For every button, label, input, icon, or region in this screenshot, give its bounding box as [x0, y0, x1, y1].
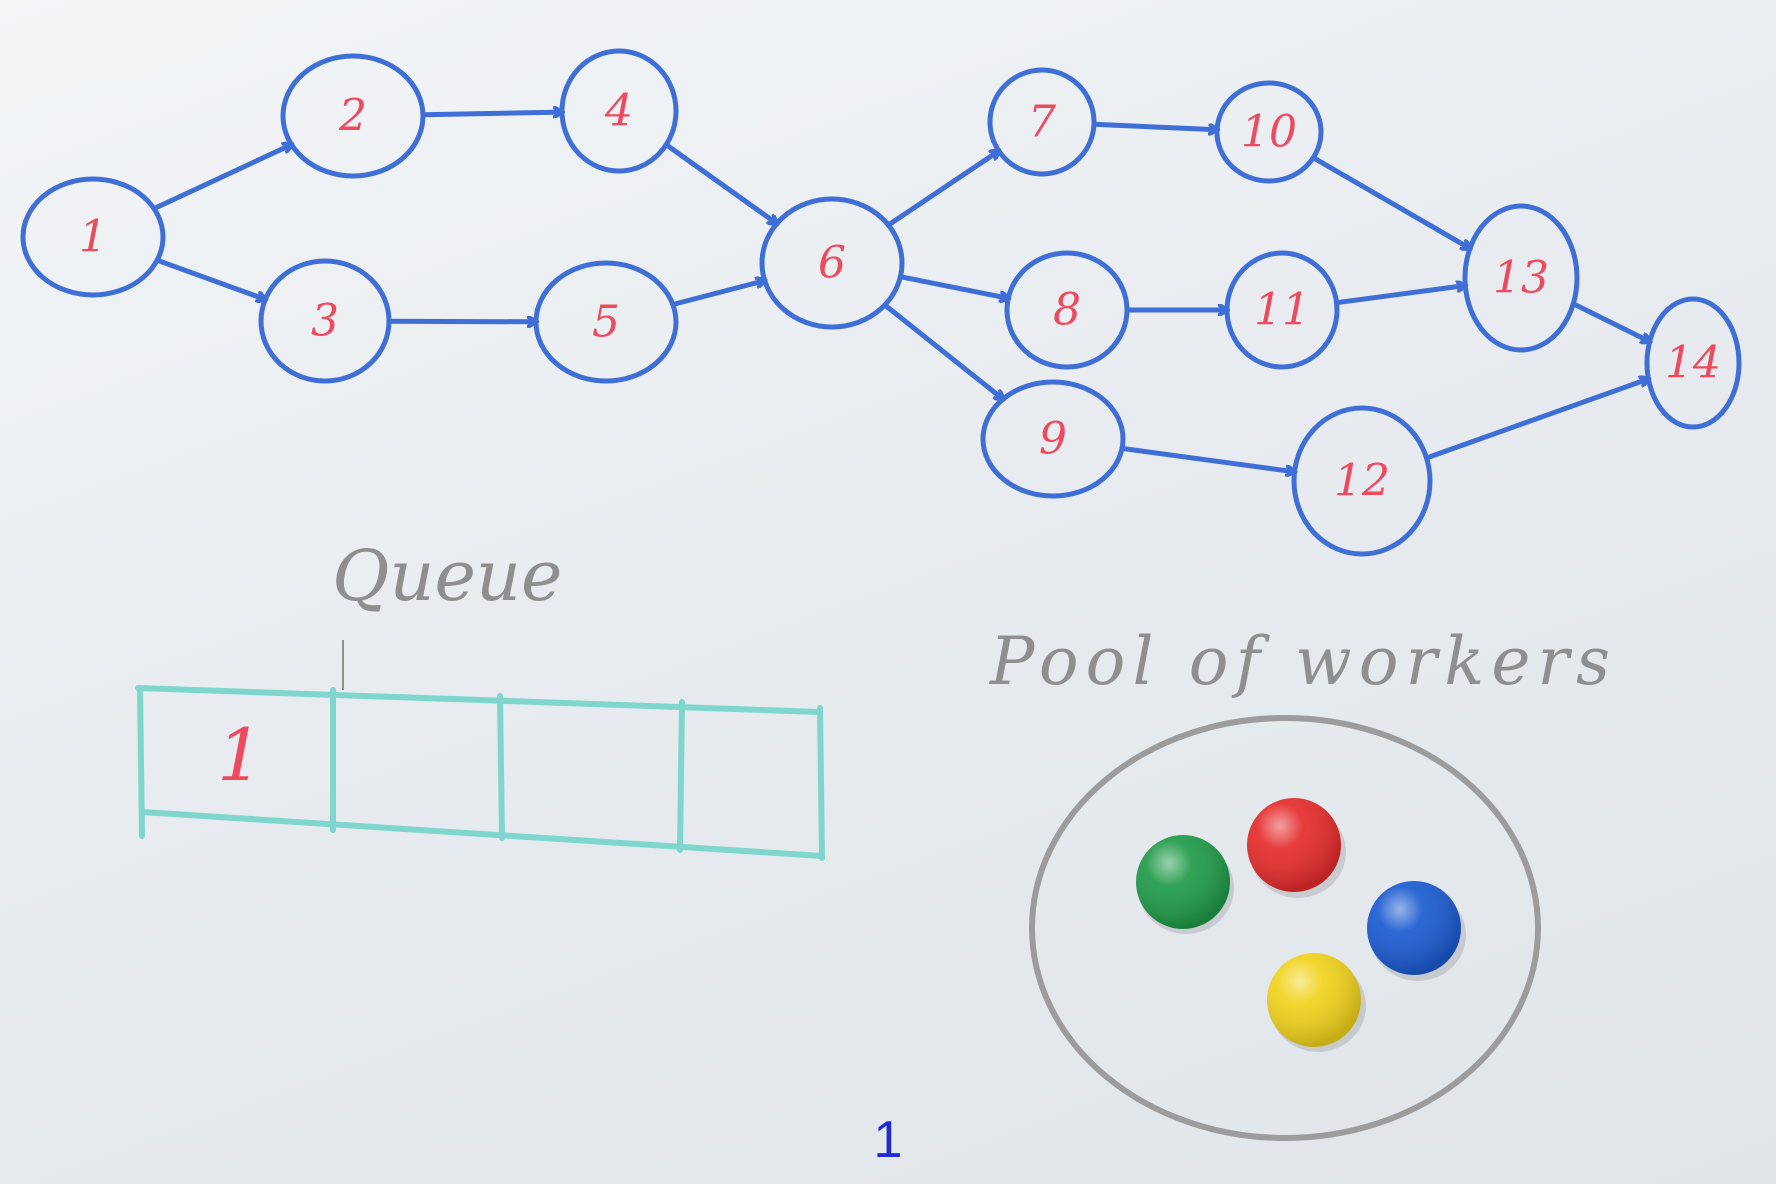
node-14: 14 [1644, 296, 1742, 430]
node-11: 11 [1224, 250, 1340, 370]
node-5: 5 [533, 260, 679, 384]
edge-11-to-13 [1334, 286, 1466, 306]
edges [151, 112, 1650, 472]
node-label-10: 10 [1241, 107, 1297, 158]
node-circle-14 [1644, 296, 1742, 430]
node-circle-3 [258, 258, 392, 384]
node-label-3: 3 [311, 296, 339, 347]
edge-12-to-14 [1424, 379, 1649, 461]
edge-6-to-8 [897, 274, 1008, 299]
node-label-1: 1 [79, 212, 107, 263]
node-1: 1 [20, 176, 166, 298]
node-label-5: 5 [592, 297, 620, 348]
node-label-2: 2 [338, 91, 367, 142]
edge-4-to-6 [663, 142, 777, 224]
node-6: 6 [759, 196, 905, 330]
node-8: 8 [1004, 250, 1130, 370]
yellow-worker-magnet [1267, 953, 1366, 1052]
queue-title: Queue [332, 535, 562, 617]
node-label-4: 4 [604, 86, 633, 137]
edge-5-to-6 [670, 281, 765, 307]
queue-dividers [330, 687, 685, 853]
queue-slot-1: 1 [217, 713, 263, 797]
edge-1-to-2 [151, 145, 292, 212]
node-circle-1 [20, 176, 166, 298]
node-circle-7 [987, 67, 1097, 177]
edge-6-to-7 [885, 151, 998, 228]
edge-9-to-12 [1119, 445, 1295, 471]
edge-7-to-10 [1091, 121, 1217, 129]
node-13: 13 [1462, 203, 1580, 353]
node-circle-2 [280, 53, 426, 179]
edge-6-to-9 [882, 302, 1003, 399]
green-worker-magnet [1136, 835, 1234, 934]
edge-10-to-13 [1310, 155, 1470, 249]
pool-outline [1029, 715, 1541, 1141]
red-worker-magnet [1247, 798, 1346, 898]
node-12: 12 [1291, 405, 1433, 557]
node-4: 4 [559, 48, 679, 174]
edge-13-to-14 [1570, 301, 1649, 342]
worker-magnets [1136, 798, 1466, 1052]
node-label-7: 7 [1028, 97, 1056, 148]
node-circle-10 [1214, 80, 1324, 184]
node-circle-8 [1004, 250, 1130, 370]
node-7: 7 [987, 67, 1097, 177]
node-label-9: 9 [1039, 414, 1067, 465]
edge-1-to-3 [154, 257, 265, 299]
node-circle-4 [559, 48, 679, 174]
node-3: 3 [258, 258, 392, 384]
node-circle-5 [533, 260, 679, 384]
frame-number: 1 [873, 1111, 903, 1169]
node-label-8: 8 [1053, 285, 1081, 336]
node-circle-6 [759, 196, 905, 330]
queue-box: 1 [135, 640, 825, 861]
node-circle-11 [1224, 250, 1340, 370]
queue-frame [135, 685, 825, 861]
node-2: 2 [280, 53, 426, 179]
node-9: 9 [980, 379, 1126, 499]
edge-3-to-5 [386, 321, 536, 322]
node-label-6: 6 [818, 238, 846, 289]
node-circle-13 [1462, 203, 1580, 353]
node-circle-9 [980, 379, 1126, 499]
pool-title: Pool of workers [989, 623, 1610, 700]
node-label-11: 11 [1254, 285, 1310, 336]
node-label-13: 13 [1493, 253, 1549, 304]
node-label-12: 12 [1334, 456, 1390, 507]
node-circle-12 [1291, 405, 1433, 557]
node-label-14: 14 [1665, 338, 1721, 389]
node-10: 10 [1214, 80, 1324, 184]
edge-2-to-4 [420, 112, 562, 115]
blue-worker-magnet [1367, 881, 1466, 981]
